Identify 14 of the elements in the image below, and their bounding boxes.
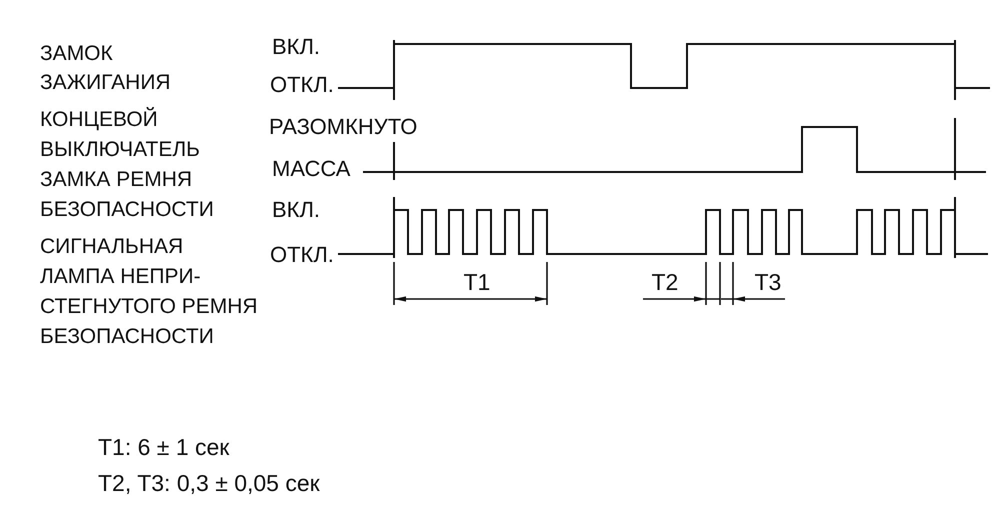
note-text: T1: 6 ± 1 сек bbox=[98, 433, 230, 461]
state-label: ВКЛ. bbox=[272, 198, 320, 222]
signal-name: СИГНАЛЬНАЯ ЛАМПА НЕПРИ- СТЕГНУТОГО РЕМНЯ БЕЗОПАСНОСТИ bbox=[40, 234, 258, 350]
dimension-label: T3 bbox=[754, 269, 782, 295]
signal-name: КОНЦЕВОЙ ВЫКЛЮЧАТЕЛЬ ЗАМКА РЕМНЯ БЕЗОПАСНОСТИ bbox=[40, 106, 214, 223]
state-label: ВКЛ. bbox=[272, 35, 320, 59]
state-label: МАССА bbox=[272, 157, 350, 181]
note-text: T2, T3: 0,3 ± 0,05 сек bbox=[98, 469, 320, 497]
state-label: РАЗОМКНУТО bbox=[269, 115, 418, 139]
state-label: ОТКЛ. bbox=[270, 243, 334, 267]
state-label: ОТКЛ. bbox=[270, 73, 334, 97]
dimension-label: T1 bbox=[464, 269, 490, 295]
dimension-label: T2 bbox=[652, 269, 678, 295]
signal-name: ЗАМОК ЗАЖИГАНИЯ bbox=[40, 41, 171, 96]
